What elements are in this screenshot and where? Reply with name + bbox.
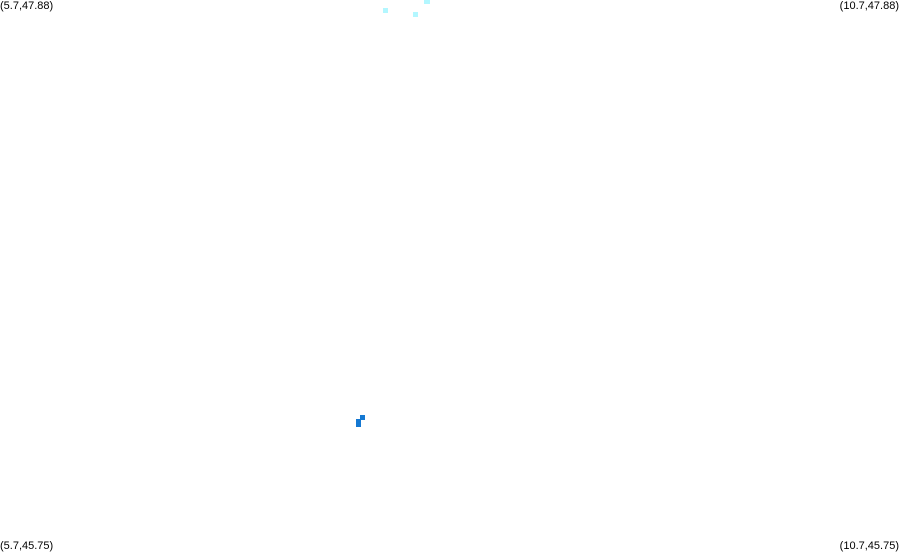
map-cell-light	[424, 0, 430, 4]
corner-label-top-left: (5.7,47.88)	[0, 0, 54, 12]
map-cell-blue	[360, 415, 365, 420]
corner-label-bottom-left: (5.7,45.75)	[0, 540, 54, 552]
map-cell-light	[383, 8, 388, 13]
corner-label-top-right: (10.7,47.88)	[839, 0, 899, 12]
map-cell-light	[413, 12, 418, 17]
map-cell-blue	[356, 419, 361, 427]
corner-label-bottom-right: (10.7,45.75)	[839, 540, 899, 552]
